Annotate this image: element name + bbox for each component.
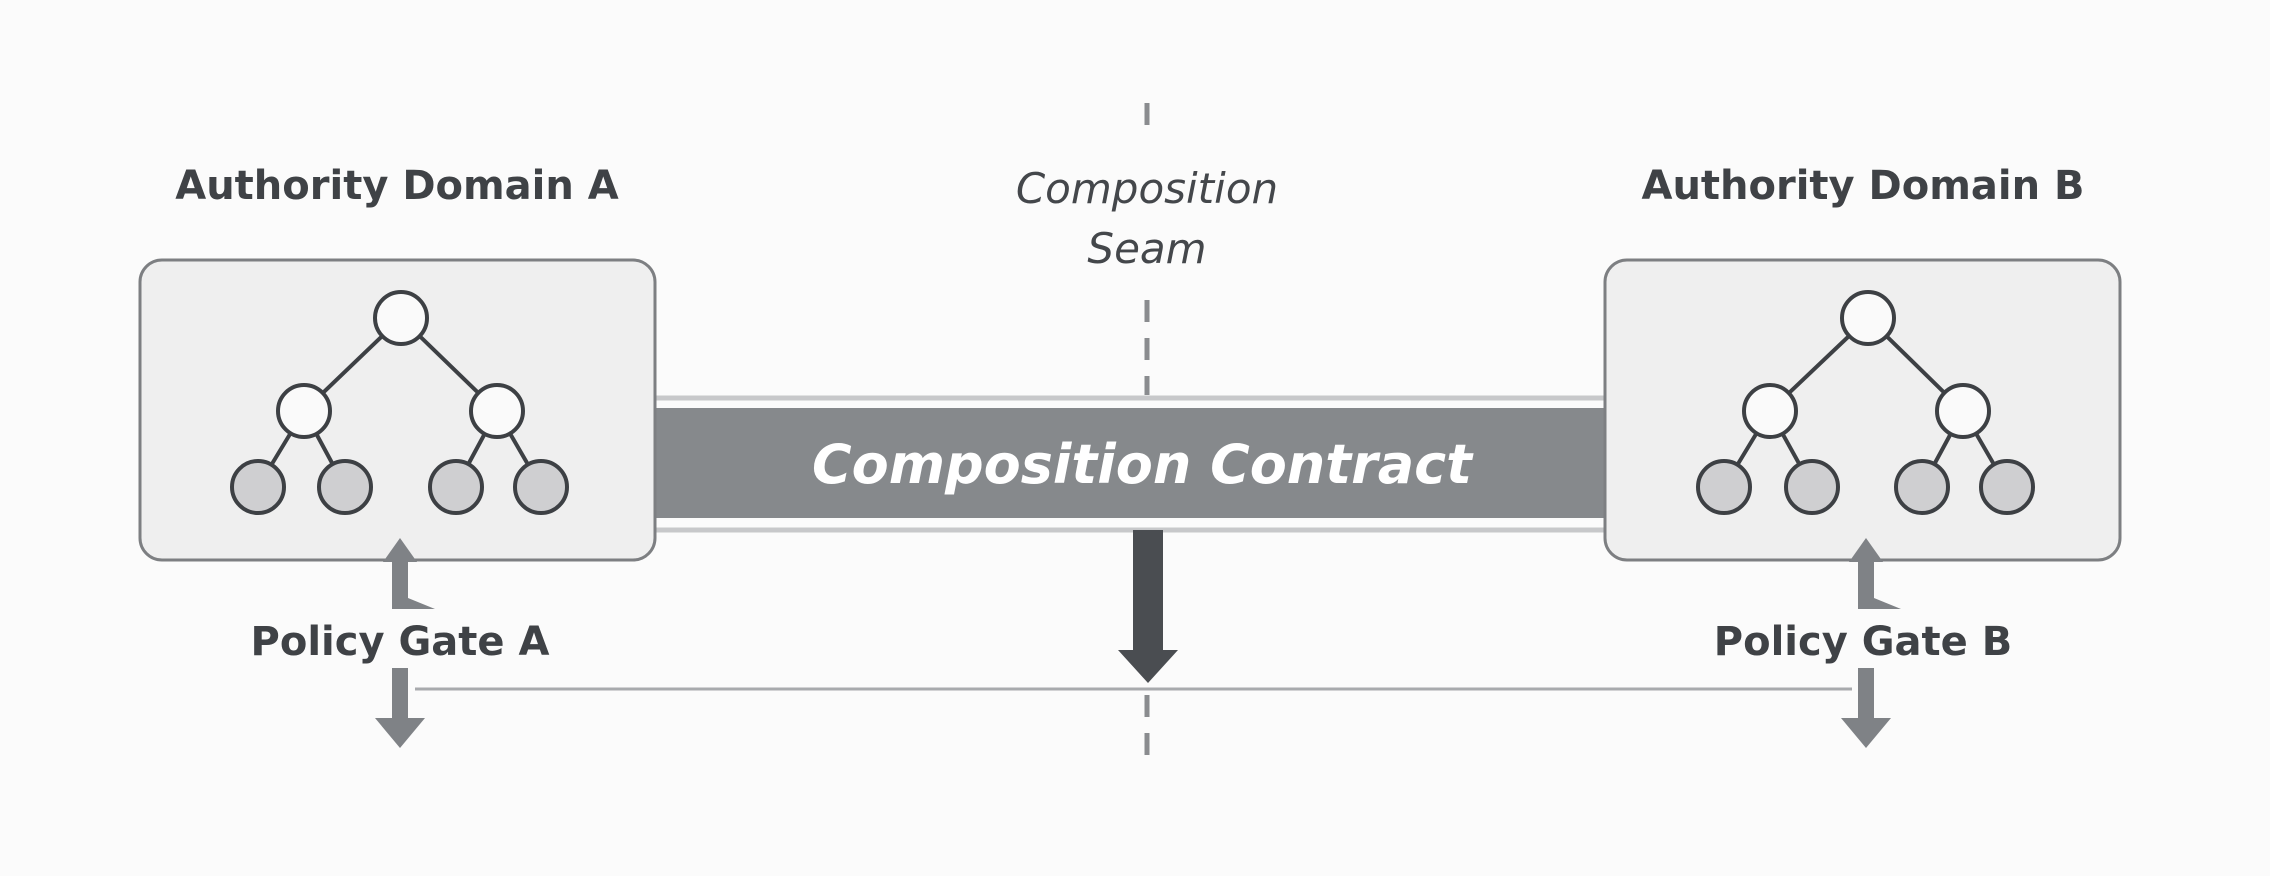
authority-domain-b: Authority Domain B [1603, 163, 2122, 562]
policy-gate-a: Policy Gate A [251, 538, 550, 748]
gate-b-down-arrow-icon [1841, 668, 1891, 748]
contract-bar [655, 408, 1605, 518]
seam-label-line2: Seam [1087, 224, 1206, 273]
domain-b-tree-icon [1696, 290, 2035, 515]
seam-label-line1: Composition [1016, 164, 1278, 213]
gate-a-label: Policy Gate A [251, 619, 550, 665]
gate-a-down-arrow-icon [375, 668, 425, 748]
gate-b-label: Policy Gate B [1714, 619, 2012, 665]
gate-b-up-arrow-icon [1849, 538, 1901, 609]
domain-b-title: Authority Domain B [1641, 163, 2084, 209]
gate-a-up-arrow-icon [383, 538, 435, 609]
domain-a-tree-icon [230, 290, 569, 515]
domain-a-title: Authority Domain A [175, 163, 619, 209]
composition-seam: Composition Seam [1016, 103, 1278, 765]
contract-label: Composition Contract [812, 433, 1474, 496]
policy-gate-b: Policy Gate B [1714, 538, 2012, 748]
composition-contract: Composition Contract [655, 395, 1605, 533]
authority-domain-a: Authority Domain A [138, 163, 657, 562]
contract-down-arrow [1118, 530, 1178, 683]
